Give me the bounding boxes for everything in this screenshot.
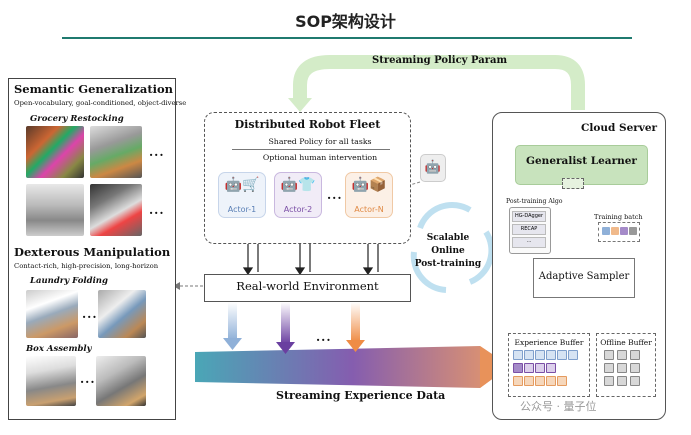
adaptive-sampler-box bbox=[533, 258, 635, 298]
buffer-cell bbox=[557, 376, 567, 386]
buffer-cell bbox=[630, 350, 640, 360]
buffer-cell bbox=[513, 376, 523, 386]
buffer-cell bbox=[524, 363, 534, 373]
grocery-photo-1 bbox=[26, 126, 84, 178]
laundry-photo-1 bbox=[26, 290, 78, 338]
buffer-cell bbox=[513, 350, 523, 360]
algo-hgdagger: HG-DAgger bbox=[512, 211, 546, 222]
grocery-label: Grocery Restocking bbox=[30, 114, 124, 124]
buffer-cell bbox=[557, 350, 567, 360]
buffer-cell bbox=[617, 350, 627, 360]
actor-2-label: Actor-2 bbox=[283, 205, 313, 214]
experience-data-wedge bbox=[195, 346, 510, 388]
grocery-ellipsis-2: ... bbox=[149, 203, 165, 217]
laundry-photo-2 bbox=[98, 290, 146, 338]
laundry-ellipsis: ... bbox=[82, 307, 98, 321]
buffer-cell bbox=[524, 376, 534, 386]
buffer-cell bbox=[568, 350, 578, 360]
actor-1-label: Actor-1 bbox=[227, 205, 257, 214]
box-photo-2 bbox=[96, 356, 146, 406]
buffer-cell bbox=[513, 363, 523, 373]
dexterous-subtitle: Contact-rich, high-precision, long-horiz… bbox=[14, 262, 159, 270]
post-training-line3: Post-training bbox=[414, 259, 482, 269]
algo-recap: RECAP bbox=[512, 224, 546, 235]
environment-box bbox=[204, 274, 411, 302]
batch-cell bbox=[620, 227, 628, 235]
actor-ellipsis: ... bbox=[327, 188, 343, 202]
post-training-algo-title: Post-training Algo bbox=[506, 198, 563, 205]
adaptive-sampler-label: Adaptive Sampler bbox=[538, 271, 630, 282]
title-underline bbox=[62, 37, 632, 39]
generalist-learner-label: Generalist Learner bbox=[526, 155, 637, 167]
robot-box-icon: 🤖📦 bbox=[351, 177, 387, 193]
actor-2-card: 🤖👕 Actor-2 bbox=[274, 172, 322, 218]
buffer-cell bbox=[617, 363, 627, 373]
buffer-cell bbox=[604, 350, 614, 360]
experience-data-label: Streaming Experience Data bbox=[276, 389, 446, 402]
robot-shirt-icon: 🤖👕 bbox=[280, 177, 316, 193]
buffer-cell bbox=[535, 363, 545, 373]
grocery-photo-2 bbox=[90, 126, 142, 178]
box-ellipsis: ... bbox=[80, 372, 96, 386]
cloud-server-title: Cloud Server bbox=[581, 122, 658, 134]
training-batch-label: Training batch bbox=[594, 213, 643, 221]
algo-more: ... bbox=[512, 237, 546, 248]
watermark: 公众号 · 量子位 bbox=[520, 400, 597, 413]
buffer-cell bbox=[604, 363, 614, 373]
shared-policy-text: Shared Policy for all tasks bbox=[268, 137, 372, 146]
buffer-cell bbox=[535, 376, 545, 386]
grocery-photo-3 bbox=[26, 184, 84, 236]
stream-ellipsis: ... bbox=[316, 330, 332, 344]
grocery-photo-4 bbox=[90, 184, 142, 236]
buffer-cell bbox=[546, 376, 556, 386]
batch-cell bbox=[629, 227, 637, 235]
batch-cell bbox=[611, 227, 619, 235]
post-training-line2: Online bbox=[431, 246, 465, 256]
dexterous-title: Dexterous Manipulation bbox=[14, 245, 171, 259]
actor-n-label: Actor-N bbox=[354, 205, 384, 214]
buffer-cell bbox=[546, 363, 556, 373]
buffer-cell bbox=[535, 350, 545, 360]
fleet-title: Distributed Robot Fleet bbox=[234, 118, 381, 131]
human-operator-icon: 🤖 bbox=[420, 154, 446, 182]
semantic-title: Semantic Generalization bbox=[14, 82, 174, 96]
human-intervention-text: Optional human intervention bbox=[262, 153, 378, 162]
fleet-divider bbox=[232, 149, 390, 150]
buffer-cell bbox=[546, 350, 556, 360]
learner-port bbox=[562, 178, 584, 189]
batch-cell bbox=[602, 227, 610, 235]
buffer-cell bbox=[604, 376, 614, 386]
buffer-cell bbox=[630, 363, 640, 373]
box-photo-1 bbox=[26, 356, 76, 406]
laundry-label: Laundry Folding bbox=[30, 276, 108, 286]
grocery-ellipsis-1: ... bbox=[149, 145, 165, 159]
streaming-policy-label: Streaming Policy Param bbox=[372, 55, 508, 66]
post-training-line1: Scalable bbox=[426, 233, 470, 243]
actor-n-card: 🤖📦 Actor-N bbox=[345, 172, 393, 218]
robot-cart-icon: 🤖🛒 bbox=[224, 177, 260, 193]
experience-buffer-label: Experience Buffer bbox=[514, 338, 584, 347]
buffer-cell bbox=[524, 350, 534, 360]
actor-1-card: 🤖🛒 Actor-1 bbox=[218, 172, 266, 218]
semantic-subtitle: Open-vocabulary, goal-conditioned, objec… bbox=[14, 99, 187, 107]
environment-label: Real-world Environment bbox=[236, 279, 379, 293]
buffer-cell bbox=[630, 376, 640, 386]
streaming-policy-arrow bbox=[293, 55, 585, 110]
box-assembly-label: Box Assembly bbox=[26, 344, 92, 354]
page-title: SOP架构设计 bbox=[295, 12, 396, 31]
buffer-cell bbox=[617, 376, 627, 386]
offline-buffer-label: Offline Buffer bbox=[600, 338, 652, 347]
